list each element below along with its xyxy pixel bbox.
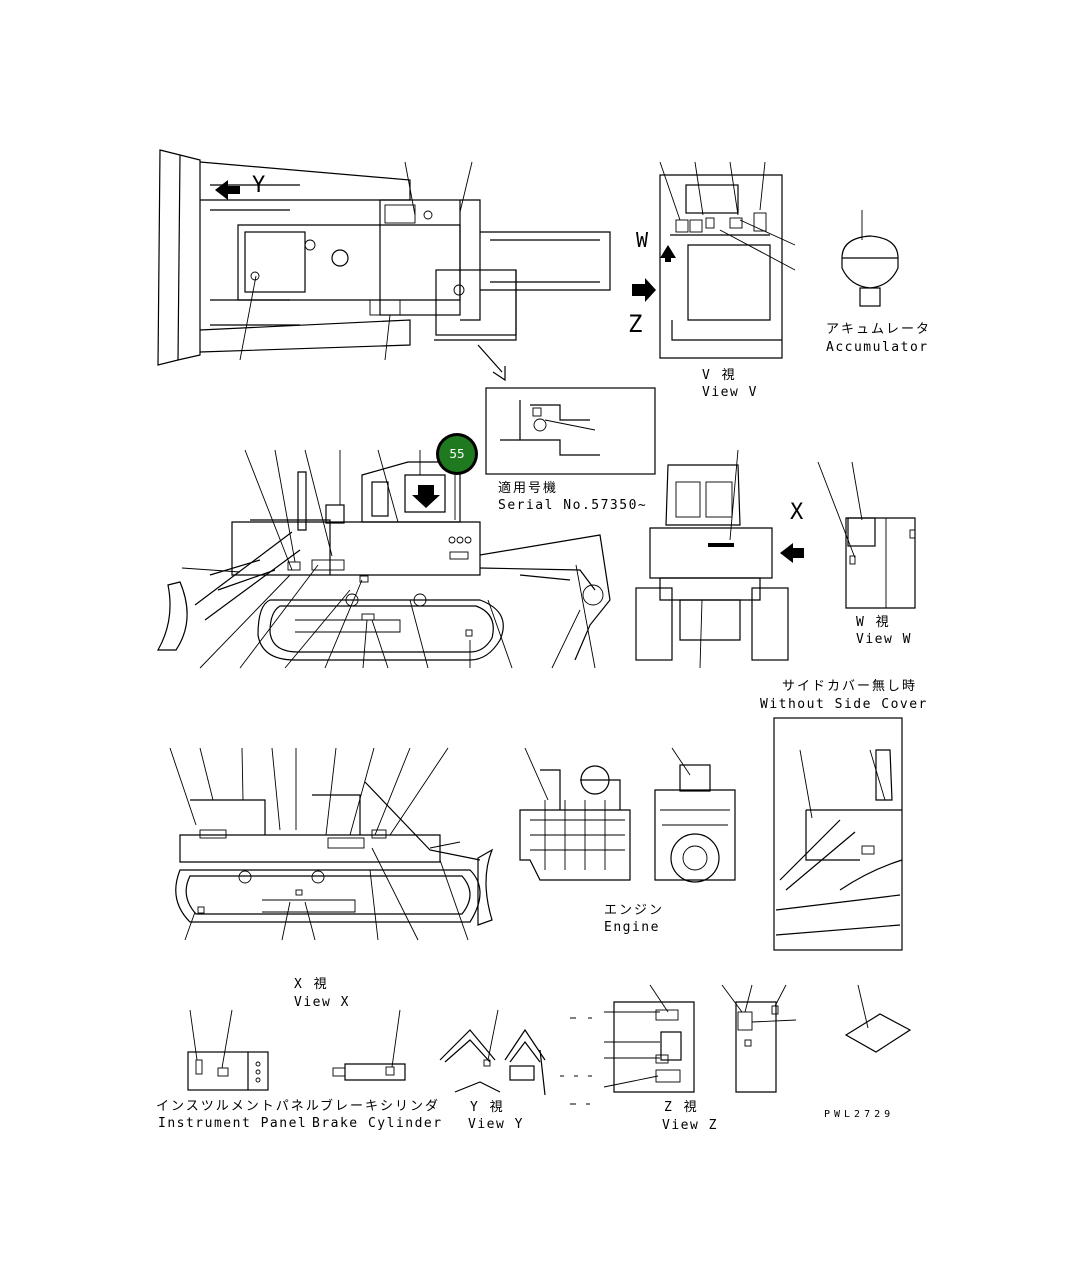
serial-detail-box: [485, 387, 656, 475]
view-v-en-label: View V: [702, 385, 758, 400]
view-y-jp-label: Y 視: [470, 1100, 505, 1115]
instrument-panel-drawing: [187, 1009, 269, 1091]
accumulator-drawing: [841, 210, 899, 307]
part-callout-55[interactable]: 55: [436, 433, 478, 475]
arrow-letter-x: X: [790, 500, 806, 525]
accumulator-jp-label: アキュムレータ: [826, 322, 932, 337]
view-y-drawing: [439, 1009, 546, 1096]
view-x-en-label: View X: [294, 995, 350, 1010]
dozer-rear-view: [635, 449, 804, 669]
without-side-cover-en-label: Without Side Cover: [760, 697, 928, 712]
engine-jp-label: エンジン: [604, 903, 665, 918]
arrow-letter-z: Z: [628, 310, 645, 338]
without-side-cover-jp-label: サイドカバー無し時: [782, 679, 918, 694]
view-x-jp-label: X 視: [294, 977, 329, 992]
engine-drawing: [519, 747, 736, 883]
dozer-side-view: [156, 449, 611, 669]
view-w-en-label: View W: [856, 632, 912, 647]
view-w-jp-label: W 視: [856, 615, 891, 630]
brake-cylinder-jp-label: ブレーキシリンダ: [320, 1099, 441, 1114]
view-v-jp-label: V 視: [702, 368, 737, 383]
without-side-cover-drawing: [773, 717, 903, 951]
dozer-top-view: [157, 149, 611, 382]
brake-cylinder-drawing: [332, 1009, 406, 1081]
instrument-panel-en-label: Instrument Panel: [158, 1116, 308, 1131]
arrow-letter-y: Y: [252, 173, 268, 198]
arrow-letter-w: W: [636, 228, 651, 252]
serial-en-label: Serial No.57350~: [498, 498, 648, 513]
part-callout-number: 55: [439, 436, 475, 472]
caution-sheet-drawing: [844, 984, 912, 1053]
view-z-en-label: View Z: [662, 1118, 718, 1133]
view-w-drawing: [817, 461, 916, 609]
drawing-code: PWL2729: [824, 1109, 895, 1120]
view-v-drawing: [632, 161, 796, 359]
view-z-drawing: [560, 984, 797, 1105]
view-y-en-label: View Y: [468, 1117, 524, 1132]
engine-en-label: Engine: [604, 920, 660, 935]
brake-cylinder-en-label: Brake Cylinder: [312, 1116, 443, 1131]
instrument-panel-jp-label: インスツルメントパネル: [156, 1099, 321, 1114]
view-x-drawing: [169, 747, 494, 941]
view-z-jp-label: Z 視: [664, 1100, 699, 1115]
accumulator-en-label: Accumulator: [826, 340, 929, 355]
serial-jp-label: 適用号機: [498, 481, 559, 496]
